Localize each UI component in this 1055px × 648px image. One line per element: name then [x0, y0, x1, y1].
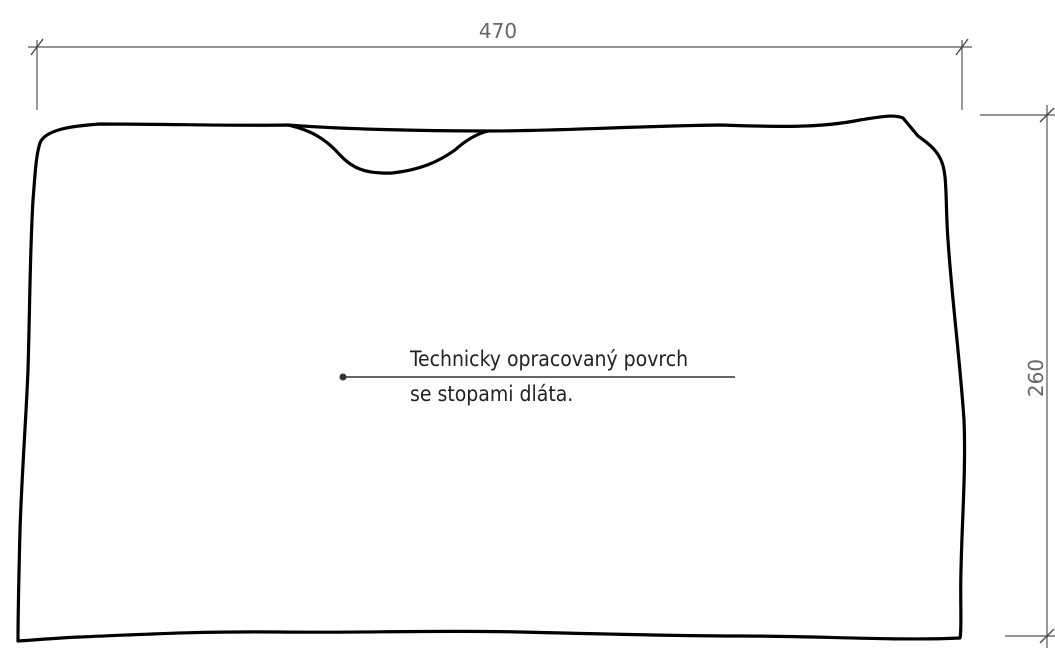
- height-label: 260: [1024, 359, 1048, 397]
- width-label: 470: [479, 19, 517, 43]
- height-tick-top: [1039, 107, 1055, 123]
- width-tick-right: [955, 38, 969, 56]
- width-tick-left: [30, 38, 44, 56]
- annotation-line-1: Technicky opracovaný povrch: [409, 347, 688, 371]
- stone-block-outline: [16, 114, 967, 643]
- surface-annotation: Technicky opracovaný povrch se stopami d…: [339, 347, 735, 406]
- width-dimension: 470: [28, 19, 972, 110]
- height-dimension: 260: [980, 105, 1055, 648]
- chisel-notch: [286, 123, 490, 175]
- annotation-line-2: se stopami dláta.: [410, 382, 573, 406]
- height-tick-bottom: [1039, 628, 1055, 644]
